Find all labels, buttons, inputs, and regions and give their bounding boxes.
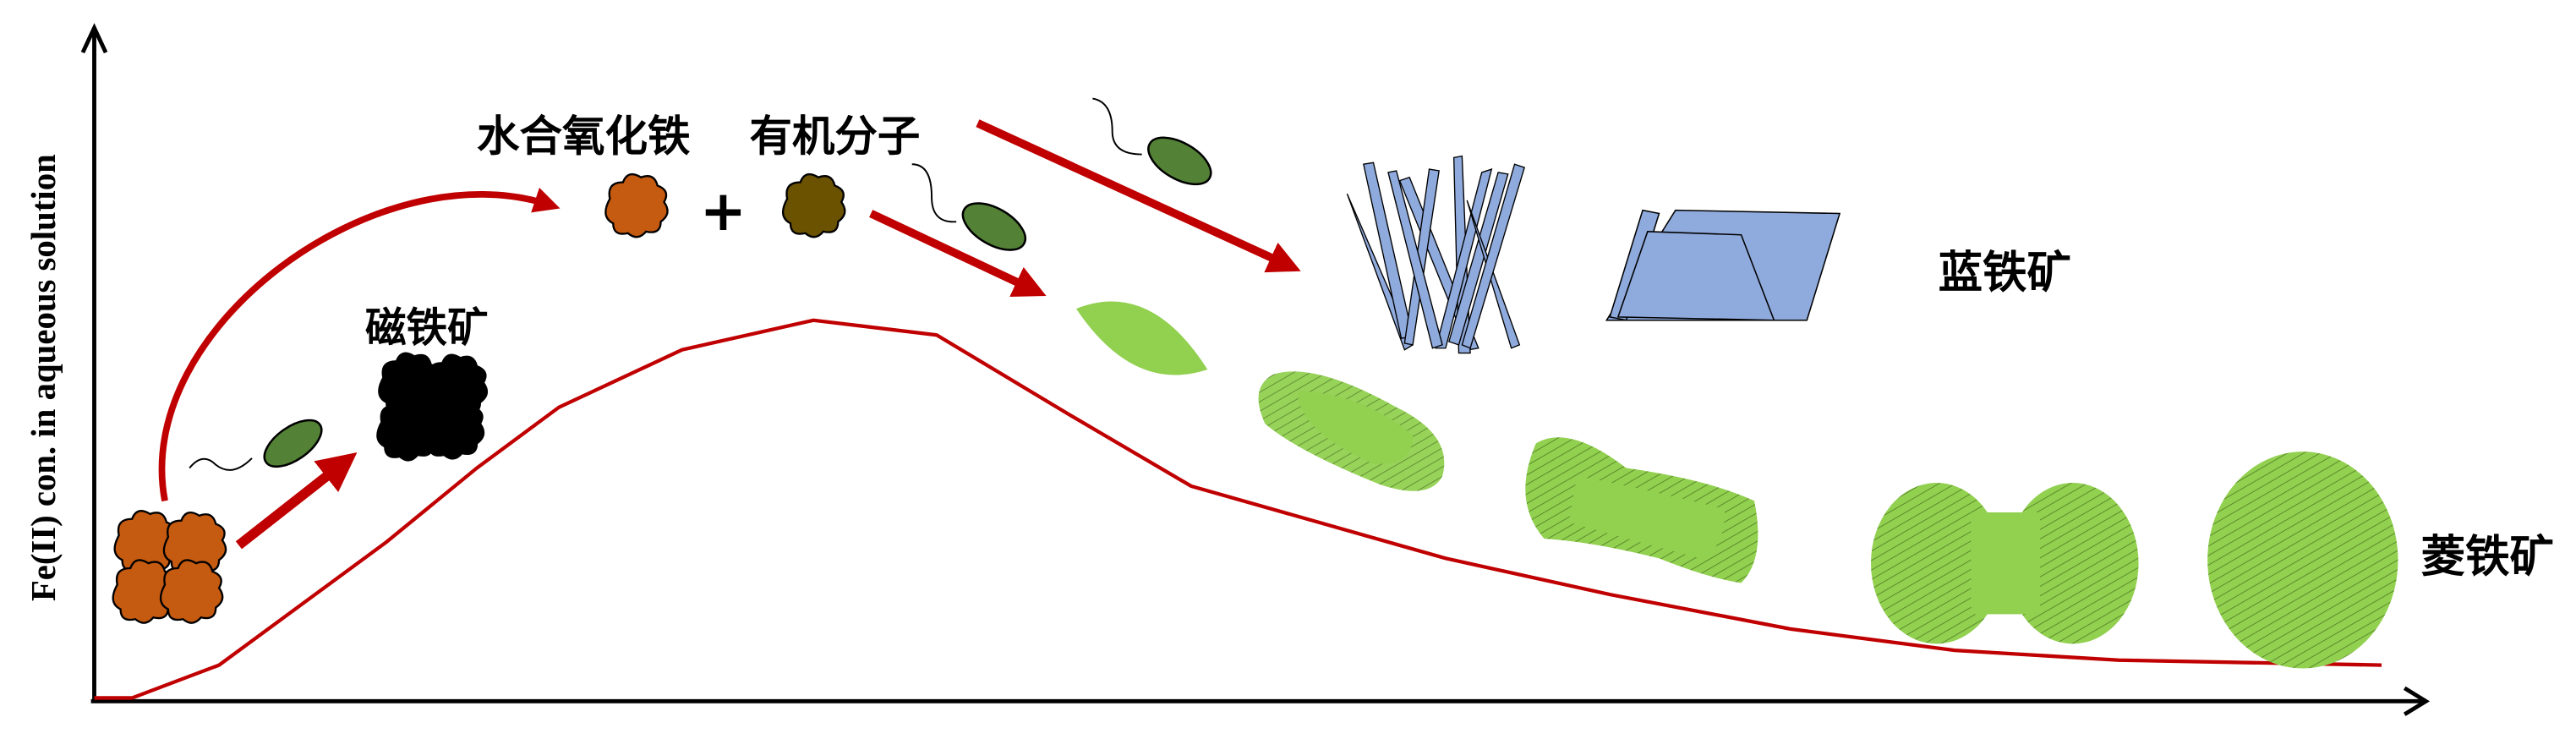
organic-particle xyxy=(781,172,846,238)
siderite-capsule-core xyxy=(1298,391,1414,464)
siderite-label: 菱铁矿 xyxy=(2421,531,2554,583)
ferrihydrite-label: 水合氧化铁 xyxy=(477,112,691,161)
bacterium-icon xyxy=(189,419,323,471)
arrow-to-siderite-precursor xyxy=(869,210,1047,298)
vivianite-label: 蓝铁矿 xyxy=(1939,247,2071,298)
organic-molecules-label: 有机分子 xyxy=(749,112,920,161)
siderite-sphere xyxy=(2207,452,2398,669)
vivianite-plates xyxy=(1605,209,1841,321)
siderite-dumbbell xyxy=(1870,483,2139,644)
bacterium-icon xyxy=(1092,97,1212,186)
bacterium-icon xyxy=(911,163,1027,251)
x-axis xyxy=(90,686,2431,716)
magnetite-cluster xyxy=(376,352,489,462)
ferrihydrite-particle xyxy=(604,172,669,238)
siderite-leaf-precursor xyxy=(1075,301,1208,375)
siderite-peanut-core xyxy=(1568,476,1726,559)
vivianite-needles xyxy=(1346,155,1526,354)
curved-arrow-to-ferrihydrite xyxy=(158,187,561,502)
magnetite-label: 磁铁矿 xyxy=(365,304,489,352)
arrow-to-magnetite xyxy=(235,452,358,550)
plus-sign: + xyxy=(700,178,747,244)
fe-ii-concentration-curve xyxy=(94,318,2382,700)
y-axis xyxy=(80,23,108,702)
ferrihydrite-cluster xyxy=(112,510,227,624)
arrow-to-vivianite xyxy=(976,119,1301,273)
y-axis-label: Fe(II) con. in aqueous solution xyxy=(25,154,63,601)
